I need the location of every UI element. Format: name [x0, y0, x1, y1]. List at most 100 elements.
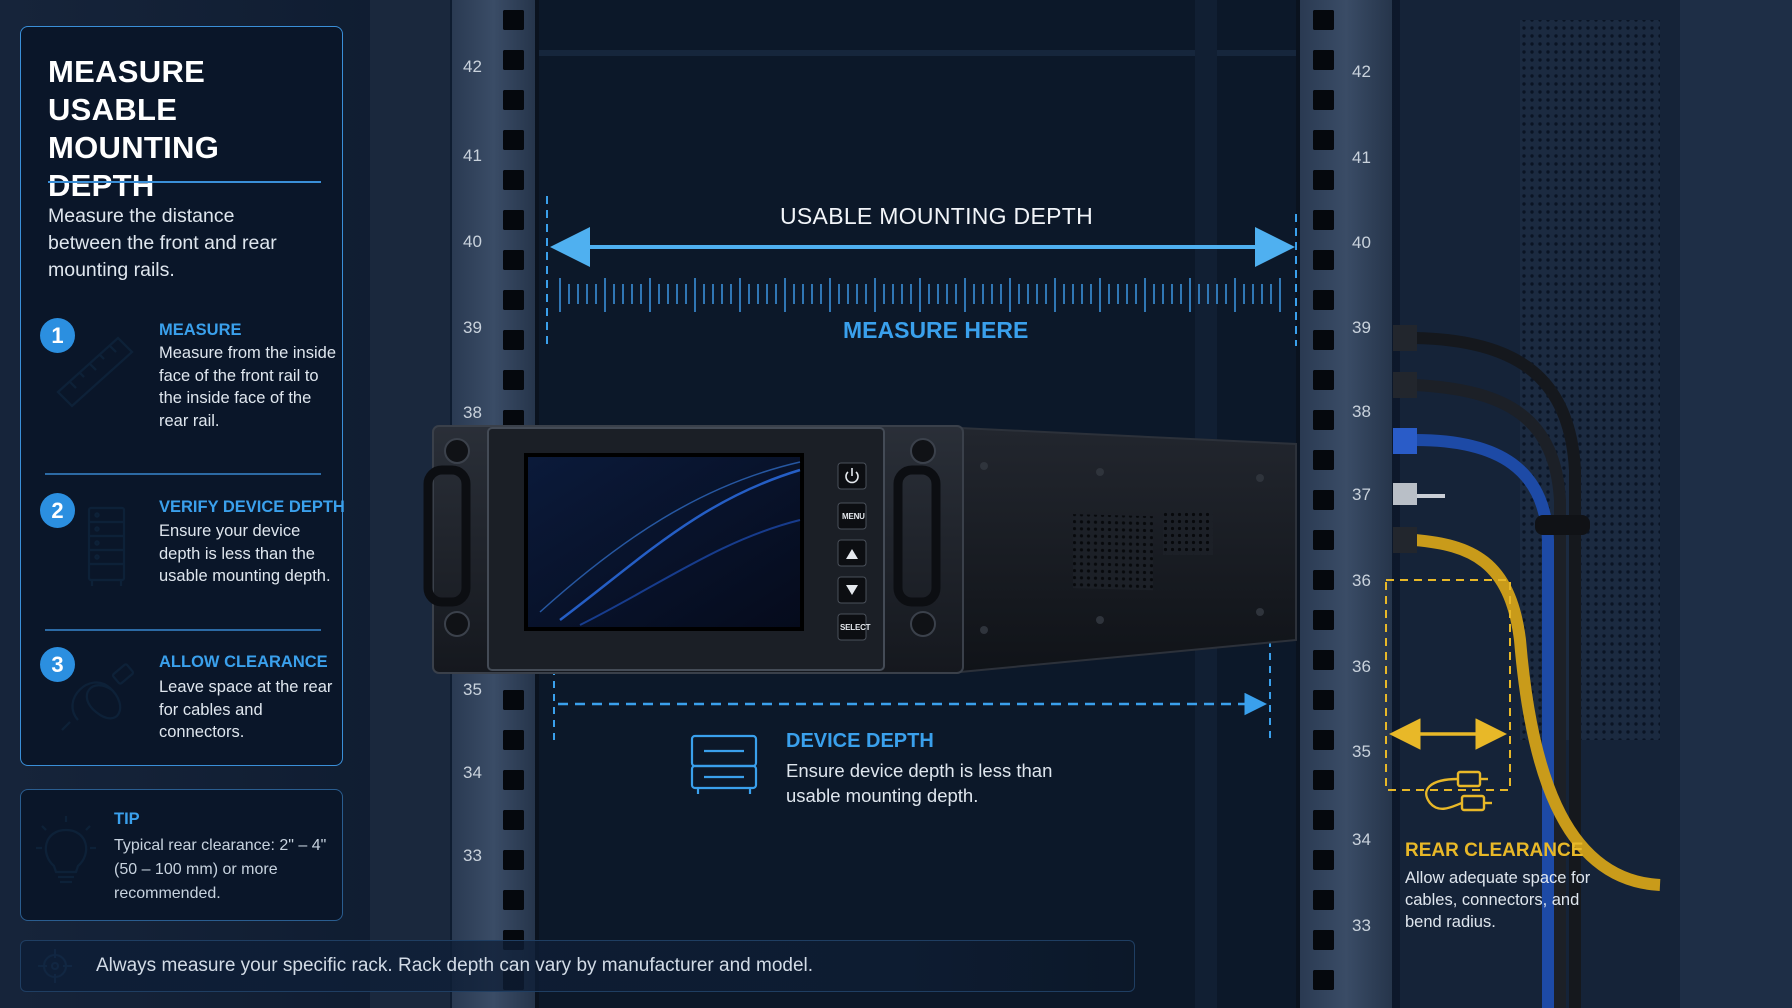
measure-ruler-ticks [559, 278, 1281, 312]
rack-unit-number: 38 [463, 403, 482, 422]
rack-unit-number: 38 [1352, 402, 1371, 421]
rack-unit-number: 42 [463, 57, 482, 76]
menu-button[interactable] [837, 502, 867, 530]
rear-clearance-measurement [1385, 579, 1511, 791]
device-depth-measurement [553, 640, 1271, 742]
step-heading: VERIFY DEVICE DEPTH [159, 498, 345, 516]
rail-hole [503, 330, 524, 350]
rear-clearance-heading: REAR CLEARANCE [1405, 840, 1584, 861]
usable-depth-measurement [546, 196, 1297, 346]
select-button[interactable] [837, 613, 867, 641]
rail-hole [1313, 890, 1334, 910]
rail-hole [1313, 810, 1334, 830]
rail-hole [1313, 450, 1334, 470]
rail-hole [503, 370, 524, 390]
cable-connector-icon [1425, 770, 1492, 812]
rear-rail-holes [1313, 10, 1334, 990]
tip-text: Typical rear clearance: 2" – 4" (50 – 10… [114, 837, 327, 902]
rail-hole [1313, 570, 1334, 590]
rail-hole [1313, 10, 1334, 30]
left-handle[interactable] [423, 465, 471, 607]
usable-mounting-depth-label: USABLE MOUNTING DEPTH [780, 203, 1094, 229]
rail-hole [1313, 970, 1334, 990]
rail-hole [1313, 210, 1334, 230]
step-heading: MEASURE [159, 321, 242, 339]
rack-unit-number: 40 [463, 232, 482, 251]
rack-unit-number: 42 [1352, 62, 1371, 81]
rack-unit-number: 39 [463, 318, 482, 337]
rail-hole [503, 90, 524, 110]
rack-unit-number: 33 [1352, 916, 1371, 935]
tip-panel: TIP Typical rear clearance: 2" – 4" (50 … [20, 789, 343, 921]
rail-hole [1313, 730, 1334, 750]
rear-clearance-text: Allow adequate space for cables, connect… [1405, 869, 1591, 931]
rail-hole [503, 210, 524, 230]
rack-unit-number: 37 [1352, 485, 1371, 504]
rail-hole [1313, 290, 1334, 310]
step-number: 1 [40, 318, 75, 353]
rack-unit-number: 34 [463, 763, 482, 782]
right-handle[interactable] [893, 465, 941, 607]
rail-hole [1313, 130, 1334, 150]
device-depth-text: Ensure device depth is less than usable … [786, 760, 1053, 806]
step-divider [45, 473, 321, 475]
rail-hole [1313, 850, 1334, 870]
rack-unit-number: 33 [463, 846, 482, 865]
rack-unit-number: 34 [1352, 830, 1371, 849]
rail-hole [503, 130, 524, 150]
step-divider [45, 629, 321, 631]
rack-unit-number: 41 [463, 146, 482, 165]
rail-hole [1313, 770, 1334, 790]
rail-hole [503, 850, 524, 870]
rail-hole [503, 170, 524, 190]
rear-cables [1393, 325, 1661, 1008]
step-number: 2 [40, 493, 75, 528]
rail-hole [1313, 410, 1334, 430]
title-divider [48, 181, 321, 183]
panel-title-line: MEASURE [48, 54, 206, 89]
rack-unit-number: 36 [1352, 571, 1371, 590]
arrow-down-icon [846, 585, 858, 595]
rail-hole [503, 730, 524, 750]
rail-hole [503, 290, 524, 310]
rail-hole [1313, 530, 1334, 550]
measure-here-label: MEASURE HERE [843, 317, 1029, 343]
rail-hole [1313, 330, 1334, 350]
select-button-label: SELECT [840, 623, 871, 632]
rail-hole [503, 810, 524, 830]
arrow-up-icon [846, 549, 858, 559]
rail-hole [1313, 690, 1334, 710]
device-depth-icon [690, 734, 758, 794]
rail-hole [1313, 170, 1334, 190]
rail-hole [503, 250, 524, 270]
step-text: Measure from the inside face of the fron… [159, 344, 336, 430]
panel-intro: Measure the distance between the front a… [48, 205, 277, 281]
rack-unit-number: 40 [1352, 233, 1371, 252]
power-icon [845, 468, 859, 484]
rail-hole [503, 50, 524, 70]
rail-hole [1313, 650, 1334, 670]
footer-text: Always measure your specific rack. Rack … [96, 955, 814, 976]
rack-device [423, 425, 1297, 674]
rail-hole [1313, 610, 1334, 630]
rack-unit-number: 35 [463, 680, 482, 699]
rail-hole [503, 890, 524, 910]
step-number: 3 [40, 647, 75, 682]
rack-unit-number: 39 [1352, 318, 1371, 337]
rack-unit-number: 41 [1352, 148, 1371, 167]
rack-unit-number: 36 [1352, 657, 1371, 676]
rail-hole [503, 690, 524, 710]
rail-hole [503, 770, 524, 790]
step-text: Leave space at the rear for cables and c… [159, 678, 333, 741]
tip-heading: TIP [114, 810, 140, 828]
rack-unit-number: 35 [1352, 742, 1371, 761]
rail-hole [1313, 250, 1334, 270]
rail-hole [1313, 490, 1334, 510]
rail-hole [503, 10, 524, 30]
rail-hole [1313, 50, 1334, 70]
rail-hole [1313, 930, 1334, 950]
